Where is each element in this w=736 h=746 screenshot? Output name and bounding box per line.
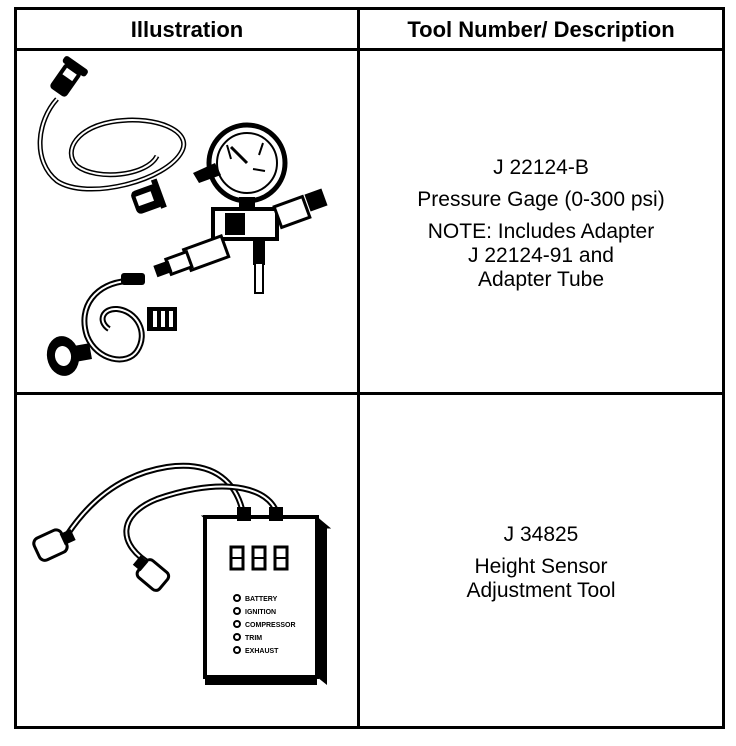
tool-table: Illustration Tool Number/ Description (14, 7, 725, 729)
column-divider (357, 10, 360, 726)
row1-description: J 22124-B Pressure Gage (0-300 psi) NOTE… (360, 156, 722, 292)
row2-description-line-2: Adjustment Tool (466, 579, 616, 602)
trim-indicator-icon (233, 633, 241, 641)
indicator-label-compressor: COMPRESSOR (245, 622, 296, 629)
indicator-label-ignition: IGNITION (245, 609, 276, 616)
indicator-label-trim: TRIM (245, 635, 262, 642)
row1-tool-number: J 22124-B (493, 156, 589, 179)
row1-tool-description: Pressure Gage (0-300 psi) (417, 188, 665, 211)
pressure-gage-drawing (37, 56, 328, 376)
row-divider (17, 392, 722, 395)
header-tool-number-description: Tool Number/ Description (407, 17, 675, 42)
row2-description: J 34825 Height Sensor Adjustment Tool (360, 523, 722, 603)
height-sensor-tool-drawing: BATTERY IGNITION COMPRESSOR TRIM EXHAUST (32, 462, 332, 685)
battery-indicator-icon (233, 594, 241, 602)
compressor-indicator-icon (233, 620, 241, 628)
header-divider (17, 48, 722, 51)
row1-note-line-1: NOTE: Includes Adapter (427, 220, 655, 243)
ignition-indicator-icon (233, 607, 241, 615)
row2-tool-number: J 34825 (503, 523, 579, 546)
indicator-label-battery: BATTERY (245, 596, 278, 603)
row2-description-line-1: Height Sensor (474, 555, 608, 578)
row1-note-line-3: Adapter Tube (477, 268, 605, 291)
header-illustration: Illustration (130, 17, 244, 42)
height-sensor-tool-illustration: BATTERY IGNITION COMPRESSOR TRIM EXHAUST (17, 395, 357, 726)
indicator-label-exhaust: EXHAUST (245, 648, 279, 655)
pressure-gage-illustration (17, 51, 357, 392)
row1-note-line-2: J 22124-91 and (468, 244, 614, 267)
exhaust-indicator-icon (233, 646, 241, 654)
